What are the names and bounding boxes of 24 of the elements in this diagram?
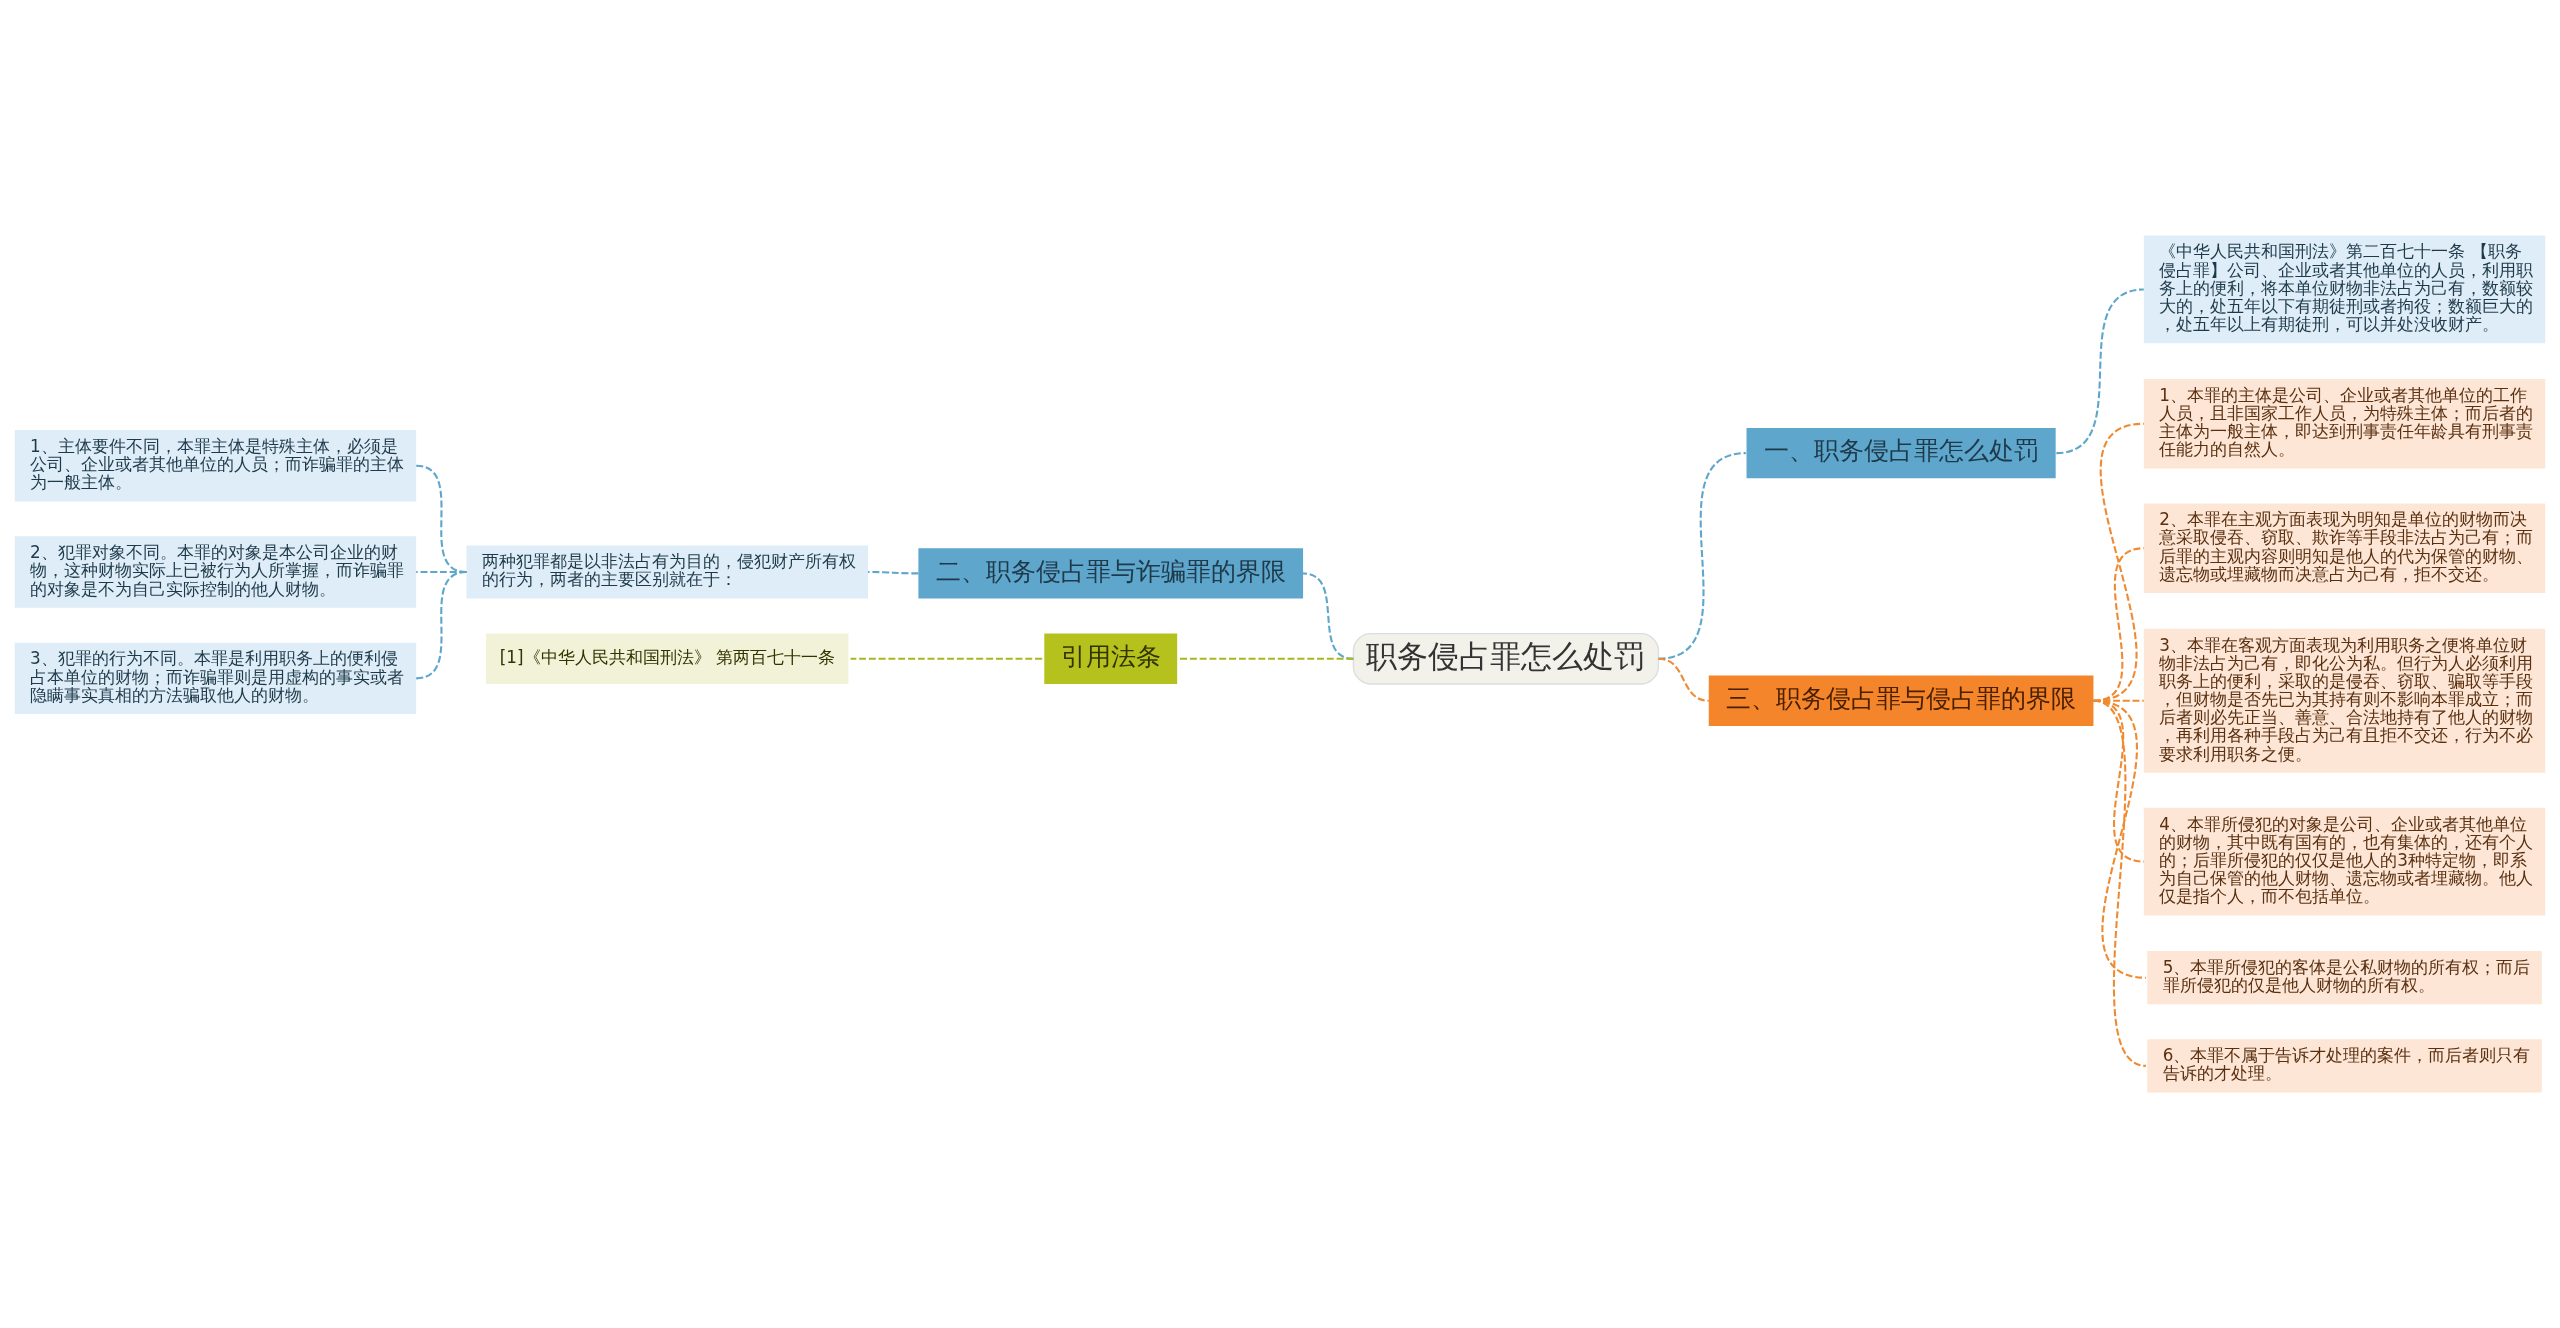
- node-box: 3、犯罪的行为不同。本罪是利用职务上的便利侵占本单位的财物；而诈骗罪则是用虚构的事实或者隐瞒事实真相的方法骗取他人的财物。: [14, 642, 417, 714]
- node-box: 职务侵占罪怎么处罚: [1352, 632, 1660, 685]
- node-box: 1、本罪的主体是公司、企业或者其他单位的工作人员，且非国家工作人员，为特殊主体；而后者的主体为一般主体，即达到刑事责任年龄具有刑事责任能力的自然人。: [2143, 379, 2546, 469]
- connector: [868, 570, 919, 575]
- connector: [850, 657, 1043, 660]
- node-box: 引用法条: [1044, 633, 1178, 684]
- node-box: 二、职务侵占罪与诈骗罪的界限: [918, 548, 1304, 599]
- node-box: 2、本罪在主观方面表现为明知是单位的财物而决意采取侵吞、窃取、欺诈等手段非法占为己有；而后罪的主观内容则明知是他人的代为保管的财物、遗忘物或埋藏物而决意占为己有，拒不交还。: [2143, 503, 2546, 593]
- node-box: 一、职务侵占罪怎么处罚: [1746, 427, 2056, 479]
- node-box: 4、本罪所侵犯的对象是公司、企业或者其他单位的财物，其中既有国有的，也有集体的，还有个人的；后罪所侵犯的仅仅是他人的3种特定物，即系为自己保管的他人财物、遗忘物或者埋藏物。他人仅是指个人，而不包括单位。: [2143, 807, 2546, 916]
- node-box: 1、主体要件不同，本罪主体是特殊主体，必须是公司、企业或者其他单位的人员；而诈骗罪的主体为一般主体。: [14, 430, 417, 502]
- node-box: 3、本罪在客观方面表现为利用职务之便将单位财物非法占为己有，即化公为私。但行为人必须利用职务上的便利，采取的是侵吞、窃取、骗取等手段，但财物是否先已为其持有则不影响本罪成立；而后者则必先正当、善意、合法地持有了他人的财物，再利用各种手段占为己有且拒不交还，行为不必要求利用职务之便。: [2143, 628, 2546, 773]
- node-box: [1]《中华人民共和国刑法》 第两百七十一条: [486, 633, 849, 684]
- node-box: 两种犯罪都是以非法占有为目的，侵犯财产所有权的行为，两者的主要区别就在于：: [466, 545, 869, 599]
- node-box: 6、本罪不属于告诉才处理的案件，而后者则只有告诉的才处理。: [2147, 1039, 2542, 1093]
- node-box: 三、职务侵占罪与侵占罪的界限: [1708, 675, 2094, 726]
- node-box: 5、本罪所侵犯的客体是公私财物的所有权；而后罪所侵犯的仅是他人财物的所有权。: [2147, 951, 2542, 1005]
- connector: [2056, 288, 2144, 455]
- node-box: 《中华人民共和国刑法》第二百七十一条 【职务侵占罪】公司、企业或者其他单位的人员，利用职务上的便利，将本单位财物非法占为己有，数额较大的，处五年以下有期徒刑或者拘役；数额巨大的，处五年以上有期徒刑，可以并处没收财产。: [2143, 235, 2546, 344]
- connector: [416, 571, 467, 680]
- connector: [2093, 699, 2147, 1067]
- connector: [1179, 657, 1354, 660]
- node-box: 2、犯罪对象不同。本罪的对象是本公司企业的财物，这种财物实际上已被行为人所掌握，而诈骗罪的对象是不为自己实际控制的他人财物。: [14, 536, 417, 608]
- connector: [1658, 657, 1709, 702]
